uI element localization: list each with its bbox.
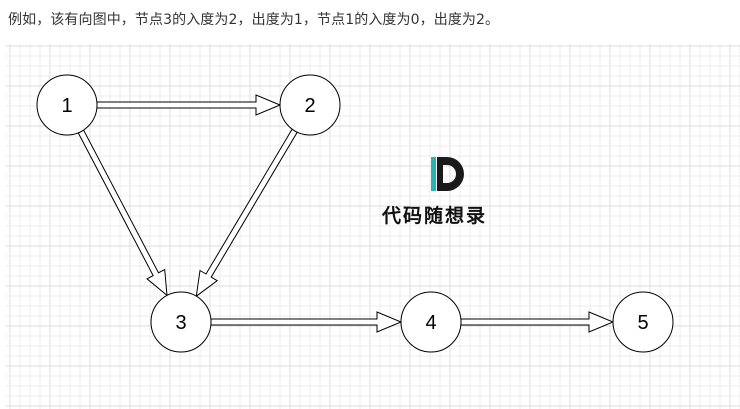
node-circle xyxy=(36,74,98,136)
node-label: 1 xyxy=(61,95,72,117)
node-circle xyxy=(279,74,341,136)
brand-logo-icon xyxy=(431,157,464,191)
graph-node-3: 3 xyxy=(150,291,212,353)
graph-node-4: 4 xyxy=(400,291,462,353)
edge-arrow-3-to-4 xyxy=(210,311,403,333)
node-label: 4 xyxy=(425,312,436,334)
graph-diagram: 1 2 3 4 5 代码随想录 xyxy=(6,44,740,409)
brand-name: 代码随想录 xyxy=(381,204,487,227)
graph-node-1: 1 xyxy=(36,74,98,136)
graph-node-2: 2 xyxy=(279,74,341,136)
graph-node-5: 5 xyxy=(612,291,674,353)
caption-text: 例如，该有向图中，节点3的入度为2，出度为1，节点1的入度为0，出度为2。 xyxy=(8,12,500,28)
node-circle xyxy=(150,291,212,353)
grid-background xyxy=(6,44,740,409)
edge-arrow-4-to-5 xyxy=(460,311,615,333)
edges-layer xyxy=(77,94,615,333)
edge-arrow-1-to-2 xyxy=(96,94,282,116)
graph-canvas: 1 2 3 4 5 代码随想录 xyxy=(6,44,740,409)
watermark: 代码随想录 xyxy=(381,157,487,227)
node-label: 5 xyxy=(637,312,648,334)
edge-arrow-2-to-3 xyxy=(195,128,298,298)
node-label: 3 xyxy=(175,312,186,334)
edge-arrow-1-to-3 xyxy=(77,129,168,297)
node-circle xyxy=(400,291,462,353)
nodes-layer: 1 2 3 4 5 xyxy=(36,74,674,353)
node-label: 2 xyxy=(304,95,315,117)
node-circle xyxy=(612,291,674,353)
